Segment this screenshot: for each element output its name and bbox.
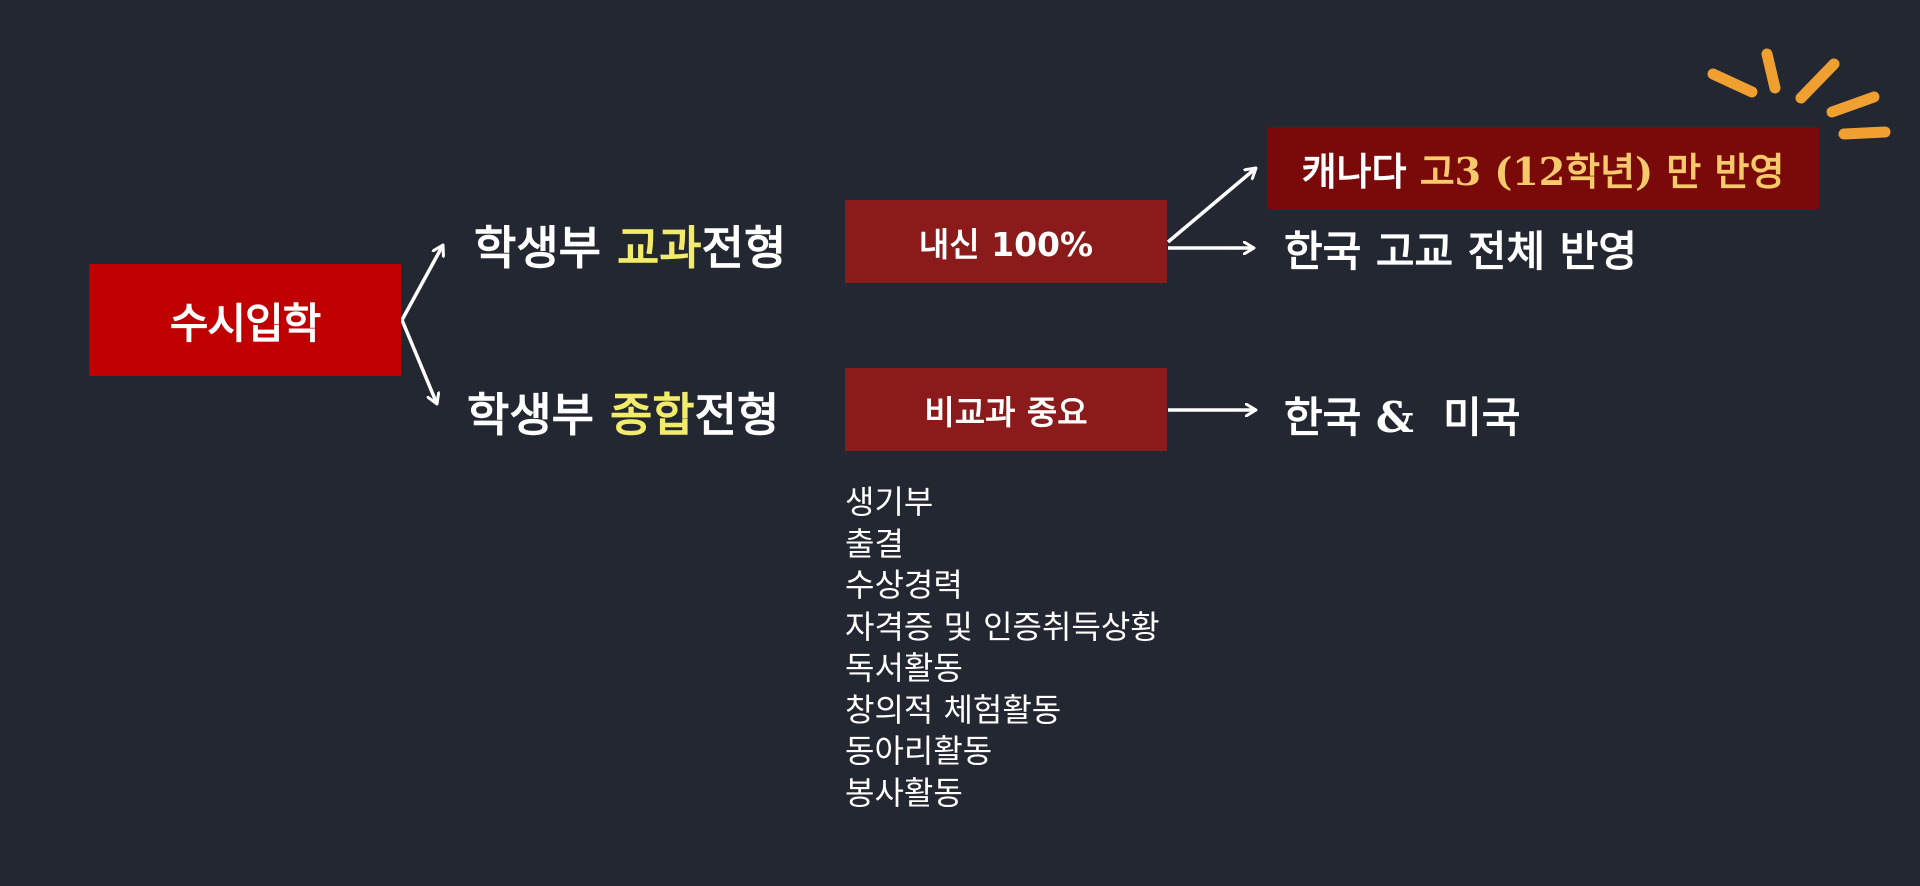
list-item: 자격증 및 인증취득상황 xyxy=(845,607,1160,646)
criteria-gyogwa-label: 내신 100% xyxy=(918,224,1094,264)
track-jonghap-label: 학생부 종합전형 xyxy=(467,379,779,445)
list-item: 동아리활동 xyxy=(845,732,993,770)
track-jonghap-highlight: 종합 xyxy=(609,388,695,442)
outcome-korea-us-label: 한국 & 미국 xyxy=(1284,393,1521,442)
list-item: 창의적 체험활동 xyxy=(845,690,1062,729)
track-gyogwa-suffix: 전형 xyxy=(701,221,787,275)
arrow-root-to-gyogwa xyxy=(400,245,443,321)
track-jonghap-suffix: 전형 xyxy=(694,388,780,442)
criteria-jonghap-label: 비교과 중요 xyxy=(924,392,1088,432)
track-gyogwa-highlight: 교과 xyxy=(616,221,702,275)
arrow-gyogwa-to-canada xyxy=(1166,168,1256,244)
root-node-box: 수시입학 xyxy=(89,264,401,376)
list-item: 독서활동 xyxy=(845,649,963,687)
outcome-canada-box: 캐나다 고3 (12학년) 만 반영 xyxy=(1267,127,1819,209)
root-node-label: 수시입학 xyxy=(169,298,322,348)
criteria-jonghap-box: 비교과 중요 xyxy=(845,368,1167,451)
jonghap-items-list: 생기부 출결 수상경력 자격증 및 인증취득상황 독서활동 창의적 체험활동 동… xyxy=(845,482,1160,814)
outcome-canada-prefix: 캐나다 xyxy=(1301,148,1420,194)
arrow-root-to-jonghap xyxy=(400,319,437,404)
list-item: 생기부 xyxy=(845,483,934,521)
track-gyogwa-prefix: 학생부 xyxy=(474,221,617,275)
list-item: 봉사활동 xyxy=(845,773,963,812)
list-item: 출결 xyxy=(845,524,904,563)
track-jonghap-prefix: 학생부 xyxy=(467,388,610,442)
outcome-korea-label: 한국 고교 전체 반영 xyxy=(1284,227,1637,276)
list-item: 수상경력 xyxy=(845,566,963,604)
criteria-gyogwa-box: 내신 100% xyxy=(845,200,1167,283)
outcome-canada-highlight: 고3 (12학년) 만 반영 xyxy=(1419,148,1785,194)
sparkle-burst-icon xyxy=(1707,48,1891,140)
track-gyogwa-label: 학생부 교과전형 xyxy=(474,212,786,278)
